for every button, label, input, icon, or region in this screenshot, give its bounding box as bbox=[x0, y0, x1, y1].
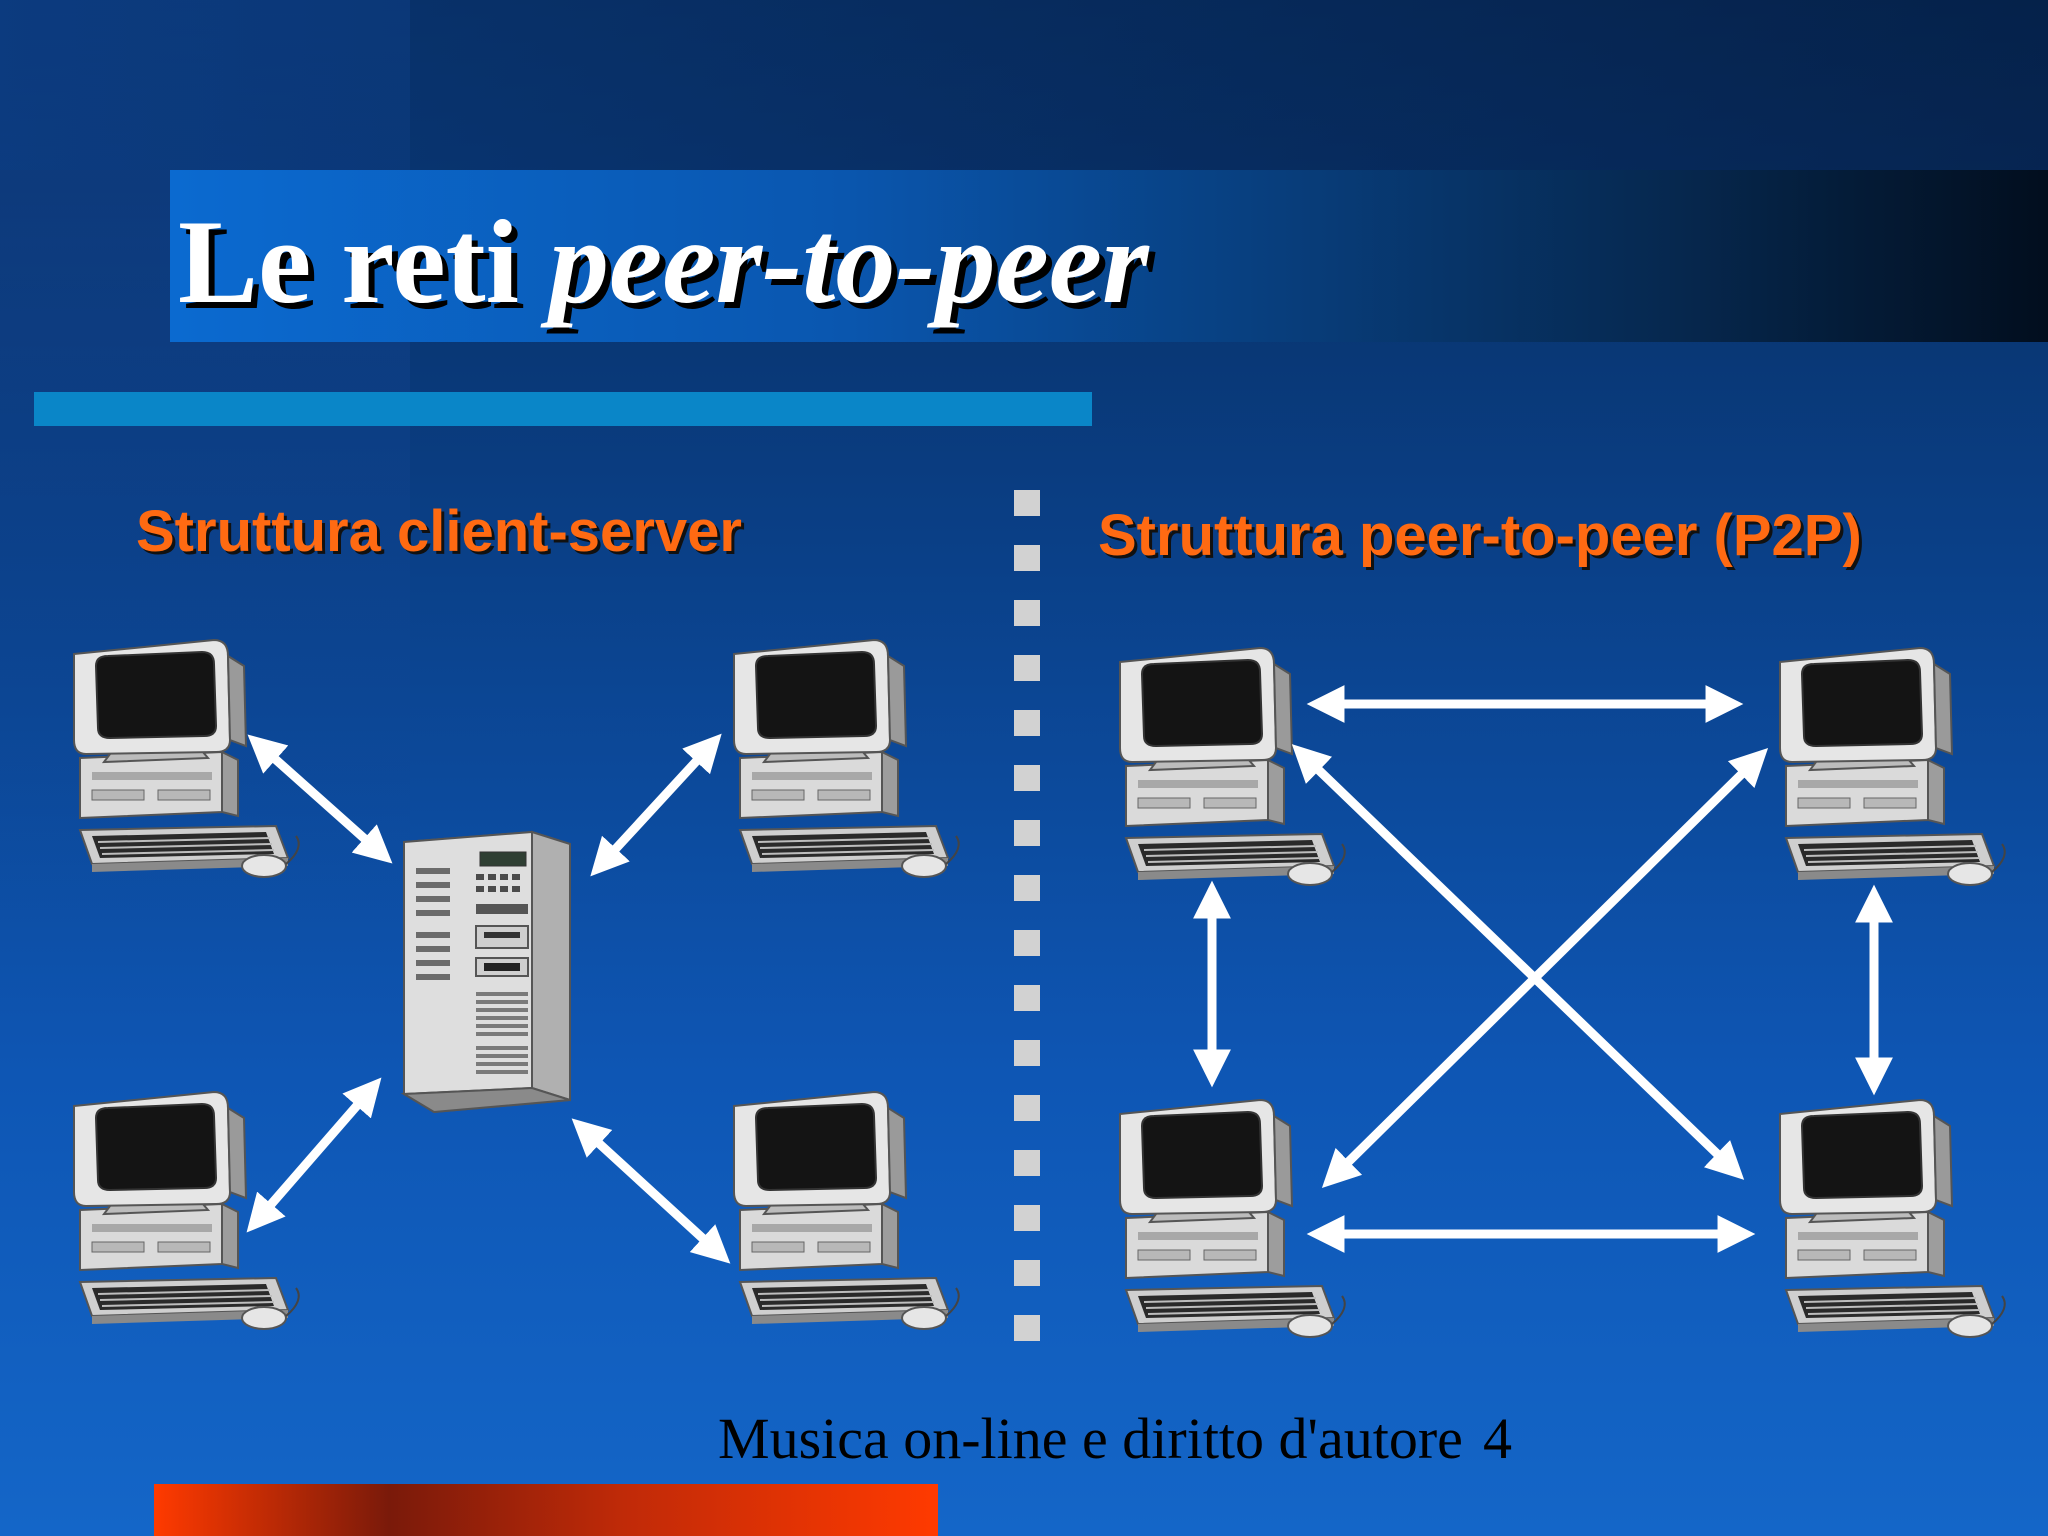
client-pc-top-left bbox=[73, 639, 300, 878]
client-server-heading: Struttura client-server bbox=[136, 499, 742, 564]
background-top-band bbox=[0, 0, 2048, 170]
p2p-heading: Struttura peer-to-peer (P2P) bbox=[1098, 503, 1862, 568]
title-band bbox=[170, 170, 2048, 342]
slide-title-italic: peer-to-peer bbox=[548, 195, 1149, 328]
footer-text: Musica on-line e diritto d'autore bbox=[718, 1406, 1463, 1471]
peer-pc-bottom-right bbox=[1779, 1099, 2006, 1338]
arrow-peer-diagonal-up bbox=[1321, 748, 1769, 1188]
arrow-server-top-right bbox=[590, 733, 722, 877]
arrow-server-top-left bbox=[247, 734, 393, 864]
arrow-server-bottom-left bbox=[246, 1077, 382, 1233]
peer-pc-top-right bbox=[1779, 647, 2006, 886]
peer-pc-bottom-left bbox=[1119, 1099, 1346, 1338]
slide-title-plain: Le reti bbox=[178, 195, 549, 328]
page-number: 4 bbox=[1483, 1406, 1512, 1471]
accent-bar bbox=[34, 392, 1092, 426]
server-tower bbox=[403, 831, 571, 1113]
bottom-accent-bar bbox=[154, 1484, 938, 1536]
arrow-server-bottom-right bbox=[571, 1118, 731, 1264]
client-pc-top-right bbox=[733, 639, 960, 878]
p2p-arrows bbox=[1193, 685, 1893, 1253]
arrow-peer-diagonal-down bbox=[1291, 744, 1745, 1180]
dotted-divider bbox=[1014, 490, 1042, 1390]
slide-title: Le reti peer-to-peer bbox=[178, 196, 1149, 328]
client-server-arrows bbox=[246, 733, 731, 1264]
client-pc-bottom-right bbox=[733, 1091, 960, 1330]
